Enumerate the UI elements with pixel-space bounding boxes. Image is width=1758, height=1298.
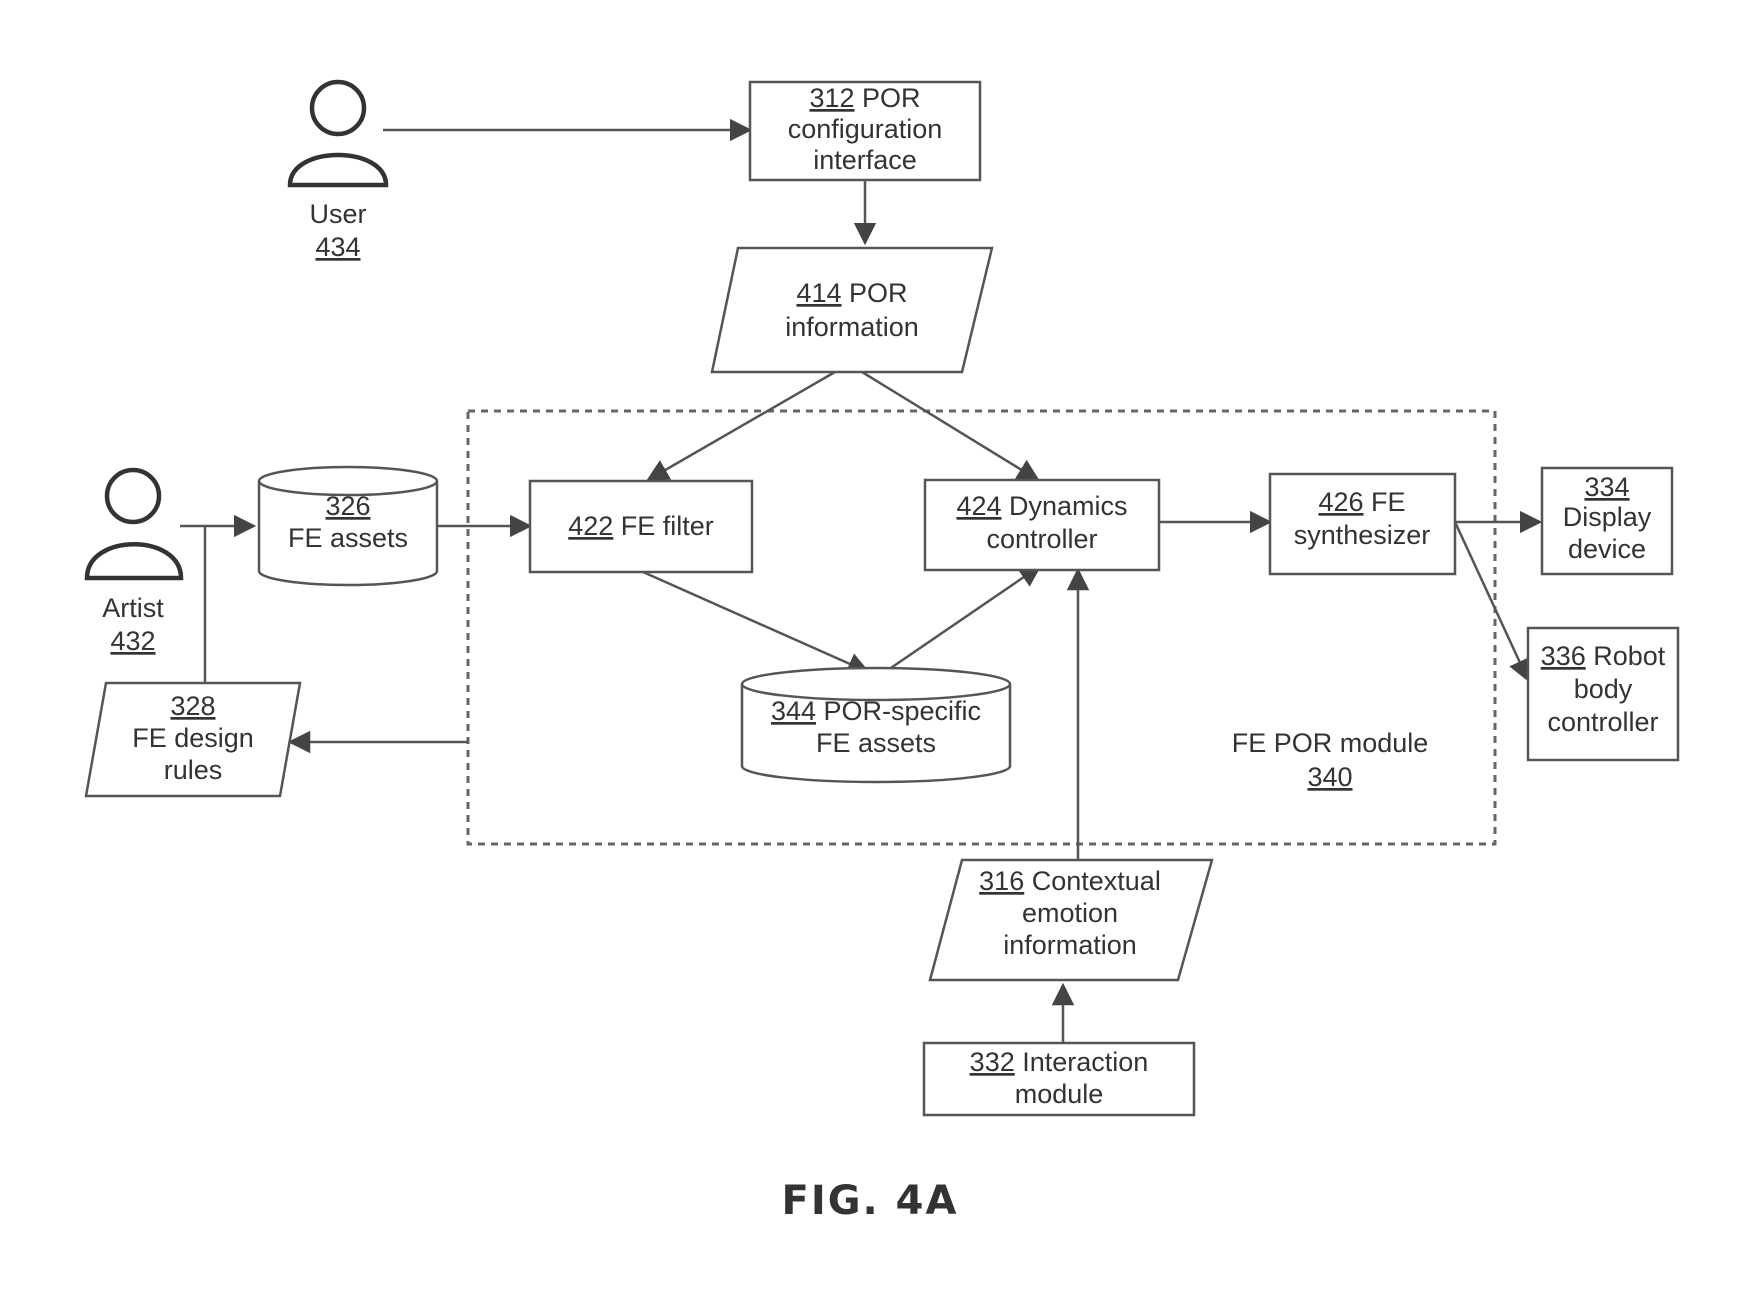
edge-por-info-to-dynamics bbox=[861, 370, 1040, 482]
fe-por-module-label: FE POR module 340 bbox=[1232, 728, 1429, 792]
synth-line2: synthesizer bbox=[1294, 520, 1431, 550]
module-ref: 340 bbox=[1307, 762, 1352, 792]
svg-text:414 POR: 414 POR bbox=[796, 278, 907, 308]
dynamics-ref: 424 bbox=[956, 491, 1001, 521]
por-assets-ref: 344 bbox=[771, 696, 816, 726]
interaction-line1: Interaction bbox=[1022, 1047, 1148, 1077]
artist-ref: 432 bbox=[110, 626, 155, 656]
design-rules-line2: rules bbox=[164, 755, 223, 785]
display-line2: device bbox=[1568, 534, 1646, 564]
artist-body bbox=[84, 542, 184, 581]
user-ref: 434 bbox=[315, 232, 360, 262]
fe-filter-ref: 422 bbox=[568, 511, 613, 541]
svg-text:426 FE: 426 FE bbox=[1318, 487, 1405, 517]
robot-line1: Robot bbox=[1593, 641, 1666, 671]
por-config-line2: configuration bbox=[788, 114, 943, 144]
svg-text:336 Robot: 336 Robot bbox=[1541, 641, 1666, 671]
edge-fe-filter-to-por-assets bbox=[642, 570, 871, 675]
edge-por-assets-to-dynamics bbox=[884, 564, 1042, 674]
por-information: 414 POR information bbox=[710, 246, 994, 374]
robot-ref: 336 bbox=[1541, 641, 1586, 671]
user-label: User bbox=[309, 199, 366, 229]
por-assets-line1: POR-specific bbox=[824, 696, 982, 726]
svg-text:422 FE filter: 422 FE filter bbox=[568, 511, 714, 541]
robot-body-controller: 336 Robot body controller bbox=[1526, 626, 1680, 762]
edges bbox=[180, 118, 1543, 1043]
design-rules-ref: 328 bbox=[170, 691, 215, 721]
module-name: FE POR module bbox=[1232, 728, 1429, 758]
dynamics-controller: 424 Dynamics controller bbox=[923, 478, 1161, 572]
context-ref: 316 bbox=[979, 866, 1024, 896]
svg-text:332 Interaction: 332 Interaction bbox=[970, 1047, 1149, 1077]
robot-line2: body bbox=[1574, 674, 1633, 704]
fe-design-rules: 328 FE design rules bbox=[84, 681, 302, 798]
dynamics-line2: controller bbox=[986, 524, 1097, 554]
figure-caption: FIG. 4A bbox=[782, 1178, 959, 1224]
design-rules-line1: FE design bbox=[132, 723, 254, 753]
por-info-line1: POR bbox=[849, 278, 908, 308]
svg-text:344 POR-specific: 344 POR-specific bbox=[771, 696, 981, 726]
svg-text:316 Contextual: 316 Contextual bbox=[979, 866, 1161, 896]
por-configuration-interface: 312 POR configuration interface bbox=[748, 80, 982, 182]
fe-assets-ref: 326 bbox=[325, 491, 370, 521]
fe-synthesizer: 426 FE synthesizer bbox=[1268, 472, 1457, 576]
por-config-line3: interface bbox=[813, 145, 917, 175]
user-icon bbox=[309, 79, 367, 137]
fe-assets: 326 FE assets bbox=[257, 465, 439, 587]
por-assets-line2: FE assets bbox=[816, 728, 936, 758]
fe-filter: 422 FE filter bbox=[528, 479, 754, 574]
context-line2: emotion bbox=[1022, 898, 1118, 928]
artist-actor: Artist 432 bbox=[84, 467, 184, 656]
display-ref: 334 bbox=[1584, 472, 1629, 502]
por-info-ref: 414 bbox=[796, 278, 841, 308]
edge-por-info-to-fe-filter bbox=[646, 370, 836, 482]
context-line3: information bbox=[1003, 930, 1137, 960]
por-info-line2: information bbox=[785, 312, 919, 342]
svg-text:424 Dynamics: 424 Dynamics bbox=[956, 491, 1127, 521]
interaction-ref: 332 bbox=[970, 1047, 1015, 1077]
dynamics-line1: Dynamics bbox=[1009, 491, 1128, 521]
fe-por-module-boundary bbox=[466, 409, 1497, 846]
svg-text:312 POR: 312 POR bbox=[809, 83, 920, 113]
display-line1: Display bbox=[1563, 502, 1652, 532]
interaction-line2: module bbox=[1015, 1079, 1104, 1109]
context-line1: Contextual bbox=[1032, 866, 1161, 896]
artist-icon bbox=[104, 467, 162, 525]
synth-line1: FE bbox=[1371, 487, 1406, 517]
contextual-emotion-information: 316 Contextual emotion information bbox=[928, 858, 1214, 982]
display-device: 334 Display device bbox=[1540, 466, 1674, 576]
synth-ref: 426 bbox=[1318, 487, 1363, 517]
edge-synth-to-robot bbox=[1453, 521, 1530, 683]
user-body bbox=[287, 152, 389, 188]
interaction-module: 332 Interaction module bbox=[922, 1041, 1196, 1117]
robot-line3: controller bbox=[1547, 707, 1658, 737]
fe-filter-line1: FE filter bbox=[621, 511, 714, 541]
user-actor: User 434 bbox=[287, 79, 389, 262]
por-specific-fe-assets: 344 POR-specific FE assets bbox=[740, 666, 1012, 784]
fe-assets-line1: FE assets bbox=[288, 523, 408, 553]
por-config-line1: POR bbox=[862, 83, 921, 113]
artist-label: Artist bbox=[102, 593, 164, 623]
por-config-ref: 312 bbox=[809, 83, 854, 113]
